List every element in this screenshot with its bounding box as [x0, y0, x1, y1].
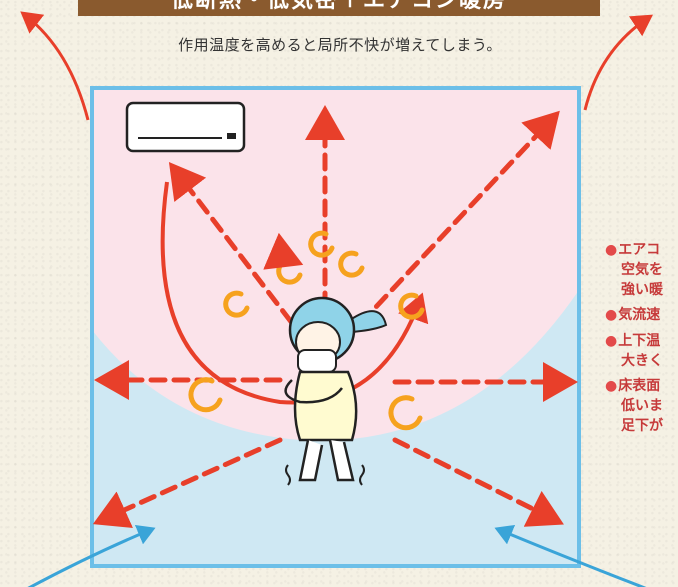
- air-conditioner-icon: [125, 101, 246, 153]
- bullet-icon: ●: [605, 333, 618, 349]
- cold-draft-arrow-bottom-left: [27, 524, 156, 587]
- bullet-icon: ●: [605, 242, 618, 258]
- dashed-arrow-up-right: [342, 110, 560, 343]
- note-3: ●上下温 大きく: [605, 333, 663, 369]
- dashed-arrow-up-left: [168, 162, 308, 343]
- dashed-arrow-down-left: [92, 437, 283, 528]
- warm-zone: [92, 88, 579, 441]
- heat-loss-arrow-top-right: [583, 14, 653, 111]
- page-subtitle: 作用温度を高めると局所不快が増えてしまう。: [178, 36, 502, 54]
- airflow-loop-arrow: [160, 181, 429, 405]
- swirl-icon: [188, 230, 425, 431]
- cold-draft-arrow-bottom-right: [494, 524, 647, 587]
- page-title: 低断熱・低気密＋エアコン暖房: [78, 0, 600, 16]
- note-2: ●気流速: [605, 307, 661, 323]
- bullet-icon: ●: [605, 378, 618, 394]
- dashed-arrow-down-right: [392, 437, 564, 527]
- shivering-woman-icon: [284, 296, 388, 486]
- note-1: ●エアコ 空気を 強い暖: [605, 242, 663, 298]
- bullet-icon: ●: [605, 307, 618, 323]
- heat-loss-arrow-top-left: [20, 11, 90, 121]
- room-border: [90, 86, 581, 568]
- note-4: ●床表面 低いま 足下が: [605, 378, 663, 434]
